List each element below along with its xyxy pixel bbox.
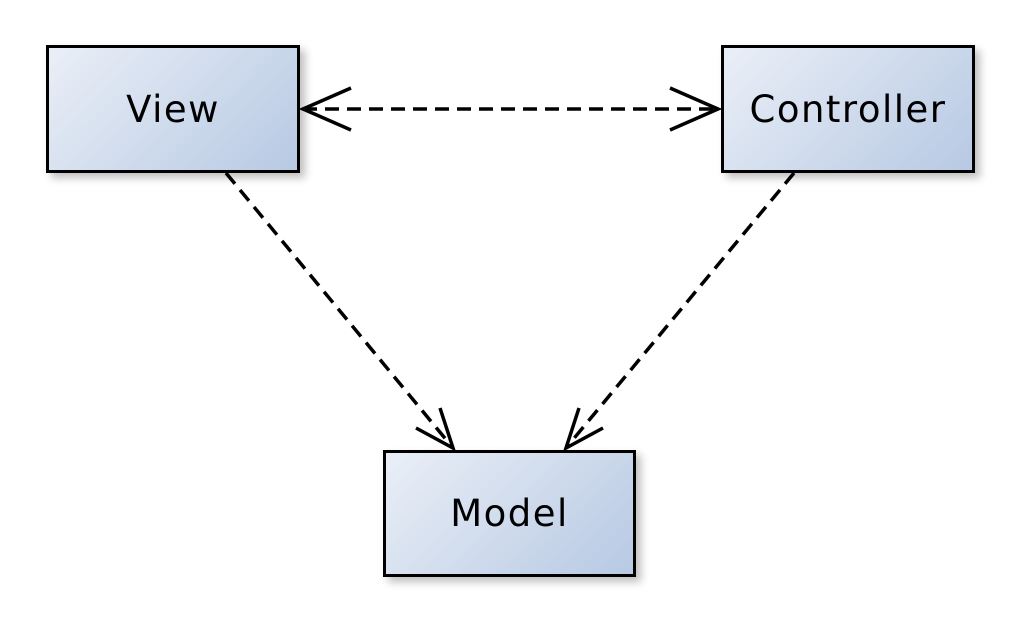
model-node: Model [383,450,636,577]
controller-node: Controller [721,45,975,173]
arrowhead-toward-model-right-icon [562,407,604,452]
view-node: View [46,45,300,173]
arrowhead-toward-model-left-icon [415,407,457,452]
arrowhead-toward-controller-icon [669,86,723,132]
model-node-label: Model [450,492,569,535]
edge-view-controller [298,86,723,132]
view-node-label: View [126,87,220,131]
edge-view-model [224,171,457,452]
arrowhead-toward-view-icon [298,86,352,132]
controller-node-label: Controller [749,87,947,131]
edge-controller-model-line [564,171,796,450]
edge-view-model-line [224,171,455,450]
edge-controller-model [562,171,796,452]
